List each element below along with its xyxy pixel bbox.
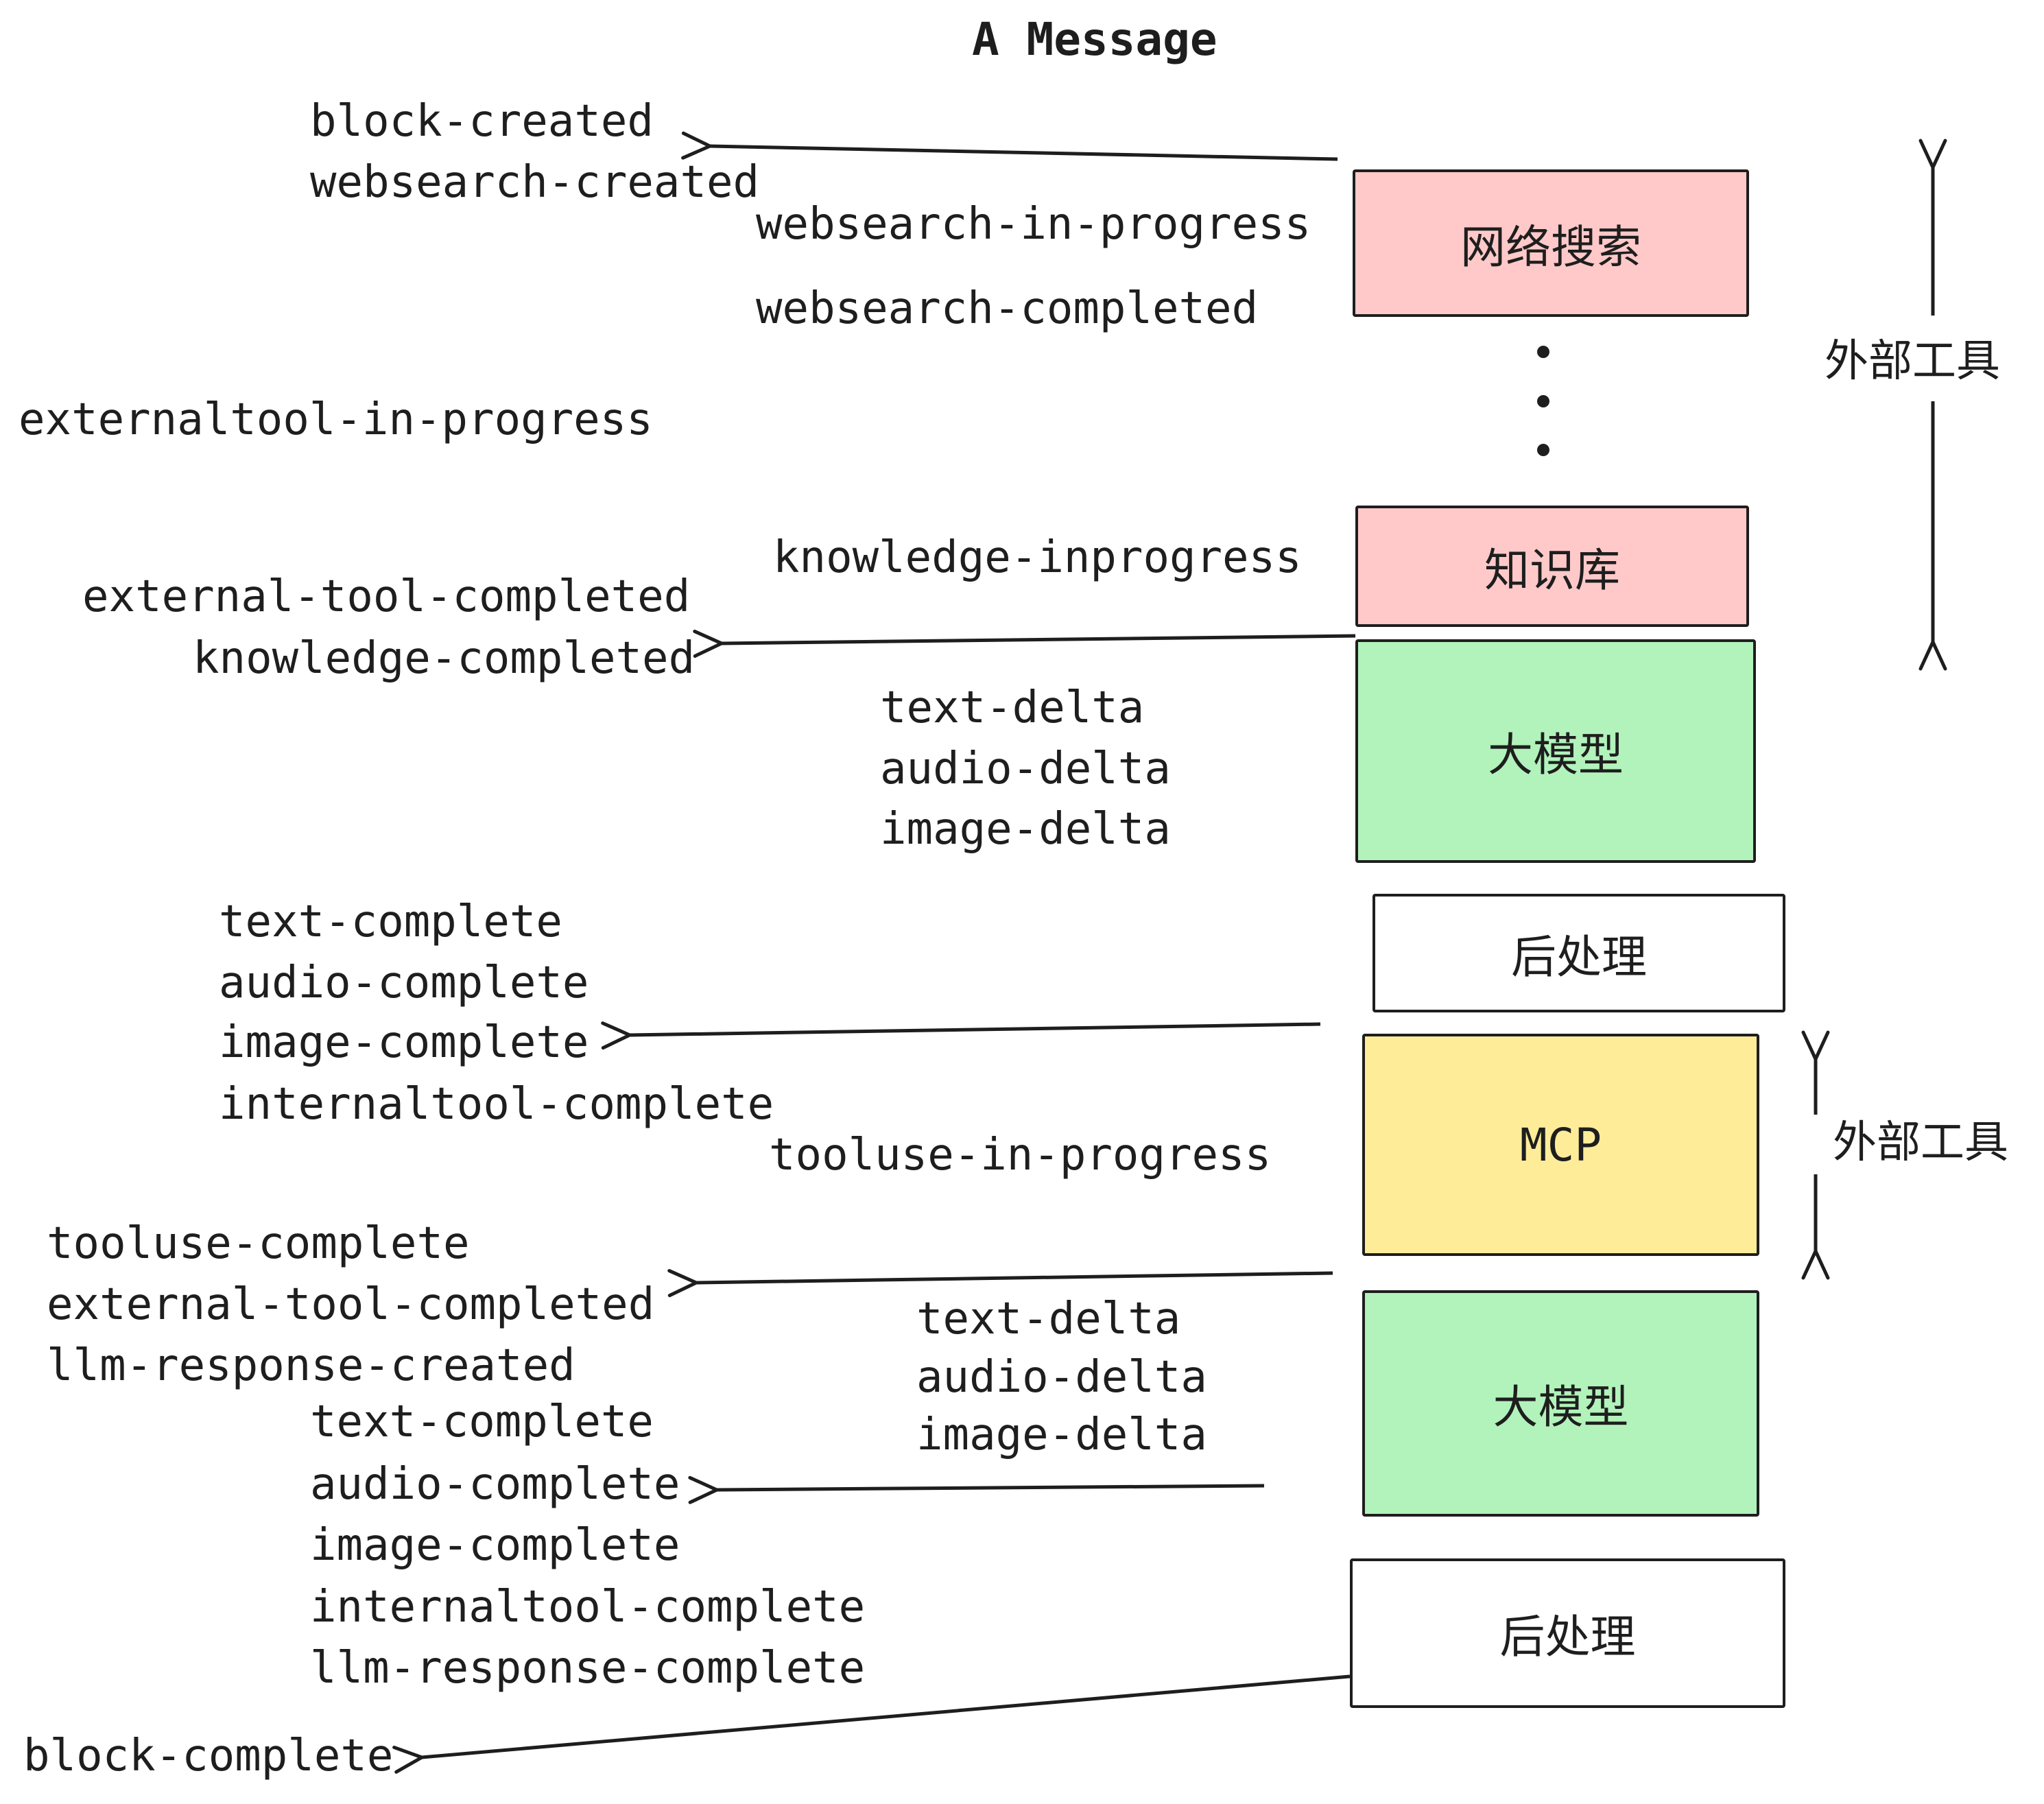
annotation-external-tools-mcp: 外部工具: [1833, 1117, 2008, 1168]
event-label-text-complete-1: text-complete: [219, 897, 562, 947]
event-label-knowledge-completed: knowledge-completed: [193, 633, 696, 684]
ellipsis-dots: [1537, 346, 1549, 456]
arrow-mcp-to-tooluse-events: [667, 1269, 1333, 1298]
node-knowledge: 知识库: [1355, 506, 1749, 627]
event-label-internaltool-complete-1: internaltool-complete: [219, 1079, 774, 1130]
event-label-tooluse-in-progress: tooluse-in-progress: [769, 1130, 1272, 1180]
diagram-title: A Message: [972, 13, 1217, 66]
event-label-external-tool-completed-2: external-tool-completed: [47, 1279, 655, 1330]
arrow-knowledge-to-completed-events: [693, 629, 1356, 658]
event-label-websearch-in-progress: websearch-in-progress: [756, 199, 1311, 250]
event-label-websearch-created: websearch-created: [310, 157, 760, 208]
node-llm-2: 大模型: [1362, 1290, 1759, 1517]
event-label-tooluse-complete: tooluse-complete: [47, 1218, 470, 1269]
event-label-audio-delta-2: audio-delta: [916, 1352, 1207, 1403]
event-label-audio-delta-1: audio-delta: [880, 744, 1171, 794]
node-websearch: 网络搜索: [1353, 169, 1749, 317]
node-post-2: 后处理: [1350, 1558, 1785, 1708]
event-label-audio-complete-1: audio-complete: [219, 958, 589, 1008]
event-label-audio-complete-2: audio-complete: [310, 1459, 680, 1510]
arrow-websearch-to-created-events: [681, 131, 1338, 161]
node-post-1: 后处理: [1372, 894, 1785, 1012]
arrow-llm2-to-complete-events: [688, 1475, 1265, 1504]
event-label-image-complete-1: image-complete: [219, 1017, 589, 1068]
event-label-websearch-completed: websearch-completed: [756, 283, 1259, 334]
annotation-external-tools-top: 外部工具: [1825, 336, 2000, 387]
event-label-text-delta-2: text-delta: [916, 1294, 1181, 1344]
event-label-internaltool-complete-2: internaltool-complete: [310, 1582, 866, 1633]
event-label-llm-response-created: llm-response-created: [47, 1340, 575, 1391]
ellipsis-dot: [1537, 444, 1549, 456]
event-label-image-delta-1: image-delta: [880, 804, 1171, 855]
ellipsis-dot: [1537, 346, 1549, 358]
event-label-text-complete-2: text-complete: [310, 1397, 654, 1447]
event-label-llm-response-complete: llm-response-complete: [310, 1643, 866, 1694]
event-label-external-tool-completed-1: external-tool-completed: [82, 571, 691, 622]
node-llm-1: 大模型: [1355, 639, 1756, 863]
event-label-block-created: block-created: [310, 96, 654, 147]
ellipsis-dot: [1537, 395, 1549, 407]
event-label-image-complete-2: image-complete: [310, 1520, 680, 1571]
event-label-externaltool-in-progress: externaltool-in-progress: [19, 394, 653, 445]
node-mcp: MCP: [1362, 1034, 1759, 1256]
arrow-post1-to-complete-events: [601, 1021, 1321, 1050]
event-label-knowledge-inprogress: knowledge-inprogress: [773, 532, 1302, 583]
event-label-text-delta-1: text-delta: [880, 683, 1145, 733]
event-label-block-complete: block-complete: [23, 1731, 394, 1781]
event-label-image-delta-2: image-delta: [916, 1410, 1207, 1460]
